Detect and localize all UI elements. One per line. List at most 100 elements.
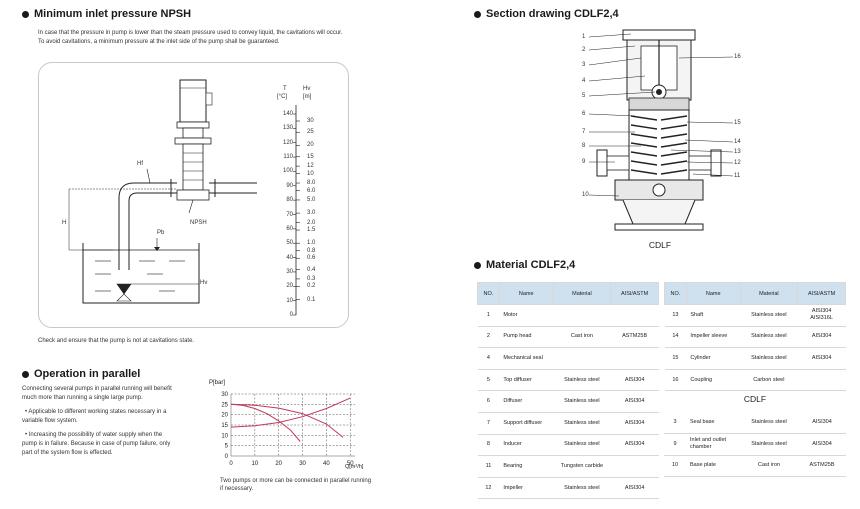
cell-material	[553, 347, 611, 370]
hv-scale-label: 12	[307, 163, 314, 170]
impeller-stage-line	[660, 169, 688, 175]
t-scale-label: 70	[286, 211, 293, 218]
parallel-bullet-2c: part of the system flow is effected.	[22, 450, 113, 456]
callout-leader-line	[588, 113, 636, 117]
hv-scale-label: 6.0	[307, 187, 316, 194]
chart-grid	[230, 393, 355, 457]
npsh-section-title: Minimum inlet pressure NPSH	[22, 8, 191, 20]
cell-no: 8	[477, 434, 500, 457]
hv-scale-label: 0.3	[307, 275, 316, 282]
parallel-bullet-2a: • Increasing the possibility of water su…	[25, 432, 163, 438]
cell-no: 1	[477, 304, 500, 327]
section-callout-left: 3	[582, 62, 586, 68]
cell-no: 16	[664, 369, 687, 392]
section-callout-left: 7	[582, 129, 586, 135]
chart-y-tick-label: 0	[225, 454, 229, 460]
cell-material: Carbon steel	[740, 369, 798, 392]
section-callout-left: 2	[582, 47, 586, 53]
cell-no: 13	[664, 304, 687, 327]
hv-scale-label: 30	[307, 118, 314, 124]
parallel-section-title: Operation in parallel	[22, 368, 140, 380]
hv-scale-label: 0.4	[307, 266, 316, 273]
impeller-stage-line	[660, 133, 688, 139]
cell-aisi: AISI304	[797, 347, 846, 370]
cell-name: Mechanical seal	[499, 347, 554, 370]
t-scale-label: 120	[282, 139, 293, 146]
impeller-stage-line	[630, 169, 658, 175]
callout-leader-line	[686, 121, 734, 124]
impeller-stage-line	[660, 115, 688, 121]
cell-material: Stainless steel	[553, 434, 611, 457]
impeller-stage-line	[630, 133, 658, 139]
material-table-header-row: NO. Name Material AISI/ASTM	[477, 282, 659, 305]
section-callout-left: 9	[582, 159, 586, 165]
cell-aisi: AISI304	[610, 369, 659, 392]
cell-no: 6	[477, 390, 500, 413]
hv-scale-label: 25	[307, 129, 314, 136]
impeller-stage-line	[660, 160, 688, 166]
scale-t-unit: [°C]	[277, 94, 288, 100]
cell-material	[553, 304, 611, 327]
parallel-bullet-1b: variable flow system.	[22, 418, 78, 424]
section-callout-right: 12	[734, 160, 741, 166]
parallel-text-1: Connecting several pumps in parallel run…	[22, 386, 172, 392]
t-scale-label: 100	[282, 168, 293, 175]
cell-no: 7	[477, 412, 500, 435]
chart-x-tick-label: 20	[275, 461, 282, 467]
section-drawing	[588, 29, 734, 231]
cell-aisi: AISI304	[610, 412, 659, 435]
chart-y-axis-label: P[bar]	[209, 380, 225, 386]
cell-aisi: AISI304	[797, 326, 846, 349]
cell-name: Pump head	[499, 326, 554, 349]
section-callout-right: 15	[734, 120, 741, 126]
pump-stages-section-shape	[628, 109, 690, 181]
t-scale-label: 110	[283, 154, 293, 161]
section-drawing-title: Section drawing CDLF2,4	[474, 8, 619, 20]
impeller-stage-line	[630, 151, 658, 157]
cell-name: Impeller	[499, 477, 554, 500]
callout-leader-line	[588, 33, 632, 38]
chart-y-tick-label: 5	[225, 444, 229, 450]
cell-no: 12	[477, 477, 500, 500]
section-callout-left: 10	[582, 192, 589, 198]
callout-leader-line	[678, 56, 734, 59]
chart-y-tick-label: 25	[221, 402, 228, 408]
cell-aisi: AISI304	[798, 412, 846, 435]
col-header-name: Name	[498, 282, 554, 305]
label-hv: Hv	[200, 280, 208, 286]
t-scale-label: 50	[286, 240, 293, 247]
col-header-material: Material	[552, 282, 612, 305]
cell-aisi: ASTM25B	[798, 455, 846, 478]
callout-leader-line	[686, 161, 734, 164]
impeller-stage-line	[660, 151, 688, 157]
chart-y-tick-label: 10	[221, 433, 228, 439]
cell-no: 2	[477, 326, 500, 349]
col-header-name: Name	[685, 282, 741, 305]
callout-leader-line	[588, 45, 636, 51]
hv-scale-label: 0.8	[307, 247, 316, 254]
t-scale-label: 80	[286, 197, 293, 204]
hv-scale-label: 5.0	[307, 196, 316, 203]
chart-x-tick-label: 0	[229, 461, 233, 467]
hv-scale-label: 1.0	[307, 240, 316, 247]
material-title-text: Material CDLF2,4	[486, 259, 576, 271]
section-title-text: Section drawing CDLF2,4	[486, 8, 619, 20]
chart-x-axis-label: Q[m³/h]	[345, 464, 364, 470]
cell-material: Cast iron	[740, 455, 798, 478]
col-header-aisi: AISI/ASTM	[610, 282, 659, 305]
chart-x-tick-label: 10	[252, 461, 259, 467]
t-scale-label: 60	[286, 225, 293, 232]
npsh-intro-1: In case that the pressure in pump is low…	[38, 30, 343, 36]
